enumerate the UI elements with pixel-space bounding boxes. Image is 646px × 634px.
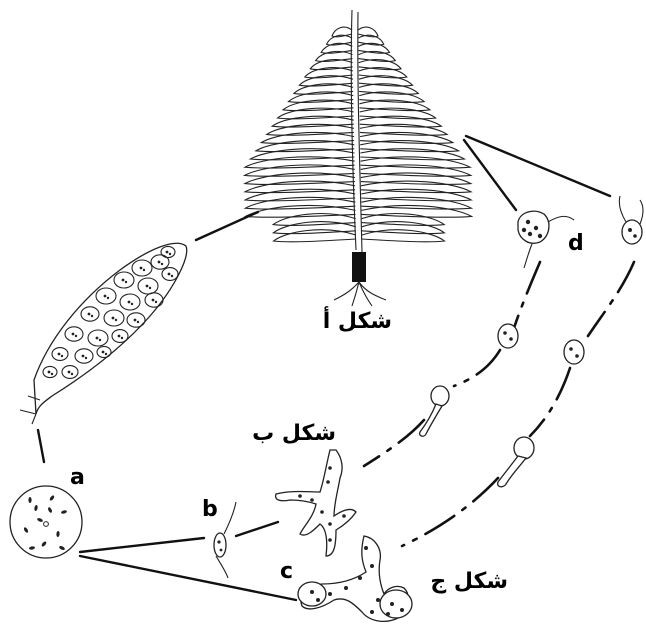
zoospore-d [518,211,574,268]
zygote-left-path [498,324,518,348]
spore-figure-a [10,486,82,558]
label-fig-beh: شكل ب [252,421,336,446]
label-d: d [568,231,584,256]
label-fig-alef: شكل أ [323,305,392,334]
zoospore-right [619,196,643,244]
zygote-right-path [564,340,584,364]
label-a: a [70,465,85,490]
label-b: b [202,497,218,522]
sporangium-figure [20,243,187,424]
mature-plant-figure [245,10,472,306]
development-paths [364,262,634,546]
germling-left-path [420,386,449,436]
germling-right-path [498,437,534,487]
gametophyte-figure-beh [276,450,356,556]
label-fig-jeem: شكل ج [430,569,508,594]
gametophyte-figure-jeem [298,536,412,621]
label-c: c [280,559,293,584]
